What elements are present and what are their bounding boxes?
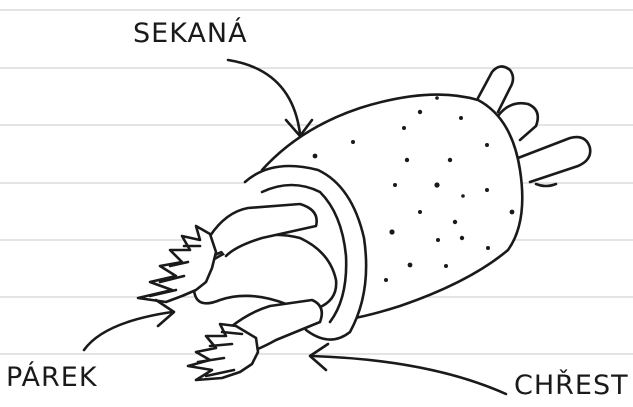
label-chrest: CHŘEST (514, 370, 629, 401)
curved-arrow-icon (312, 356, 506, 394)
curved-arrow-icon (84, 312, 172, 350)
label-sekana: SEKANÁ (133, 18, 248, 49)
label-parek: PÁREK (6, 362, 98, 393)
